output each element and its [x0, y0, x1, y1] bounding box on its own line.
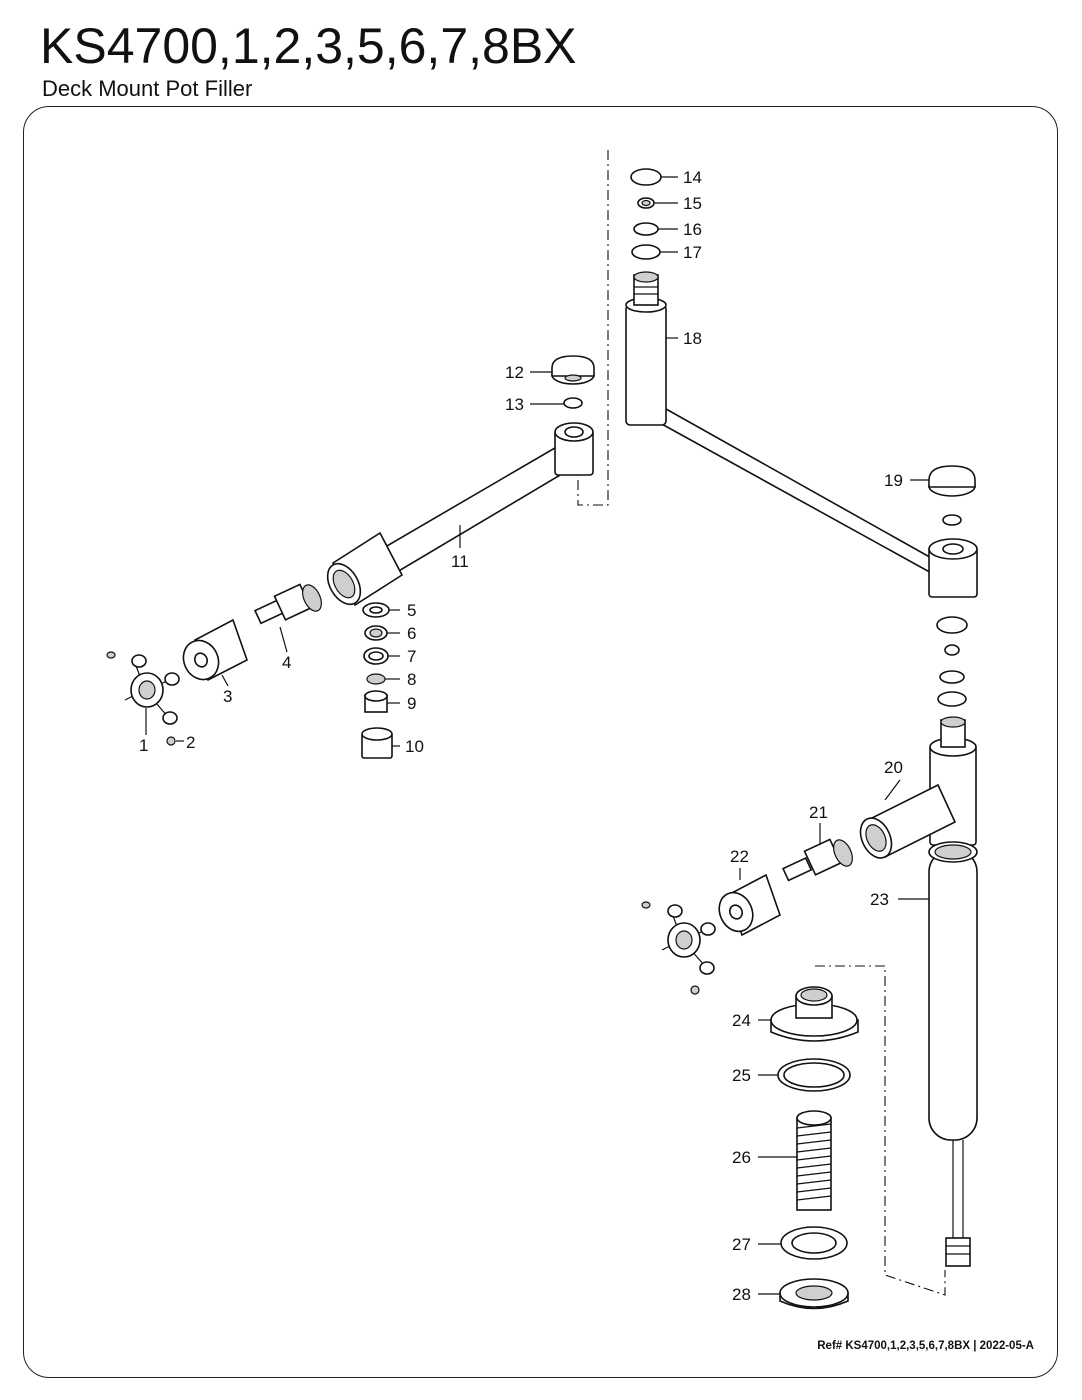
part-8-screen — [366, 673, 386, 685]
part-14-o-ring — [630, 168, 662, 186]
callout-28: 28 — [732, 1285, 751, 1304]
part-16-o-ring — [633, 222, 659, 236]
callout-26: 26 — [732, 1148, 751, 1167]
part-17-o-ring — [631, 244, 661, 260]
callout-22: 22 — [730, 847, 749, 866]
part-18-upper-spout — [625, 271, 936, 577]
callout-1: 1 — [139, 736, 148, 755]
callout-19: 19 — [884, 471, 903, 490]
callout-4: 4 — [282, 653, 291, 672]
part-o-ring-right-3 — [937, 691, 967, 707]
callout-12: 12 — [505, 363, 524, 382]
part-19-cap — [928, 465, 976, 497]
part-screw-right-a — [641, 901, 651, 909]
callout-25: 25 — [732, 1066, 751, 1085]
part-o-ring-right-2 — [939, 670, 965, 684]
part-2-screw — [166, 736, 176, 746]
part-washer-right — [942, 514, 962, 526]
callout-20: 20 — [884, 758, 903, 777]
part-9-aerator-insert — [364, 690, 388, 713]
page-subtitle: Deck Mount Pot Filler — [42, 76, 253, 101]
callout-8: 8 — [407, 670, 416, 689]
callout-14: 14 — [683, 168, 702, 187]
part-o-ring-right-1 — [936, 616, 968, 634]
part-3-sleeve — [182, 618, 248, 682]
callout-5: 5 — [407, 601, 416, 620]
part-cross-handle-right — [661, 904, 716, 975]
callout-23: 23 — [870, 890, 889, 909]
reference-footer: Ref# KS4700,1,2,3,5,6,7,8BX | 2022-05-A — [817, 1340, 1034, 1352]
page-title: KS4700,1,2,3,5,6,7,8BX — [40, 18, 577, 74]
part-washer-right-2 — [944, 644, 960, 656]
callout-21: 21 — [809, 803, 828, 822]
callout-11: 11 — [451, 552, 469, 571]
part-5-washer — [362, 602, 390, 618]
callout-15: 15 — [683, 194, 702, 213]
callout-2: 2 — [186, 733, 195, 752]
callout-27: 27 — [732, 1235, 751, 1254]
callout-24: 24 — [732, 1011, 751, 1030]
part-28-lock-nut — [779, 1278, 849, 1310]
callout-10: 10 — [405, 737, 424, 756]
callout-18: 18 — [683, 329, 702, 348]
part-21-valve-cartridge — [781, 838, 853, 882]
part-elbow-body — [928, 538, 978, 598]
part-10-aerator-housing — [361, 727, 393, 759]
diagram-frame — [23, 106, 1058, 1378]
part-24-base-flange — [770, 986, 859, 1042]
callout-6: 6 — [407, 624, 416, 643]
part-26-threaded-shank — [796, 1110, 832, 1211]
part-27-washer — [780, 1226, 848, 1260]
part-13-washer — [563, 397, 583, 409]
part-25-gasket — [777, 1058, 851, 1092]
part-12-cap — [551, 355, 595, 385]
part-20-spout-base — [859, 716, 977, 859]
part-screw — [106, 651, 116, 659]
callout-17: 17 — [683, 243, 702, 262]
callout-9: 9 — [407, 694, 416, 713]
part-1-cross-handle — [124, 654, 180, 725]
callout-3: 3 — [223, 687, 232, 706]
part-11-handle-arm — [326, 422, 594, 607]
part-15-washer — [637, 197, 655, 209]
callout-7: 7 — [407, 647, 416, 666]
part-6-ring — [364, 625, 388, 641]
part-23-body-tube — [928, 841, 978, 1267]
part-22-sleeve — [718, 873, 781, 937]
callout-16: 16 — [683, 220, 702, 239]
callout-13: 13 — [505, 395, 524, 414]
part-7-ring — [363, 647, 389, 665]
part-screw-right-b — [690, 985, 700, 995]
part-4-valve-cartridge — [253, 583, 322, 625]
